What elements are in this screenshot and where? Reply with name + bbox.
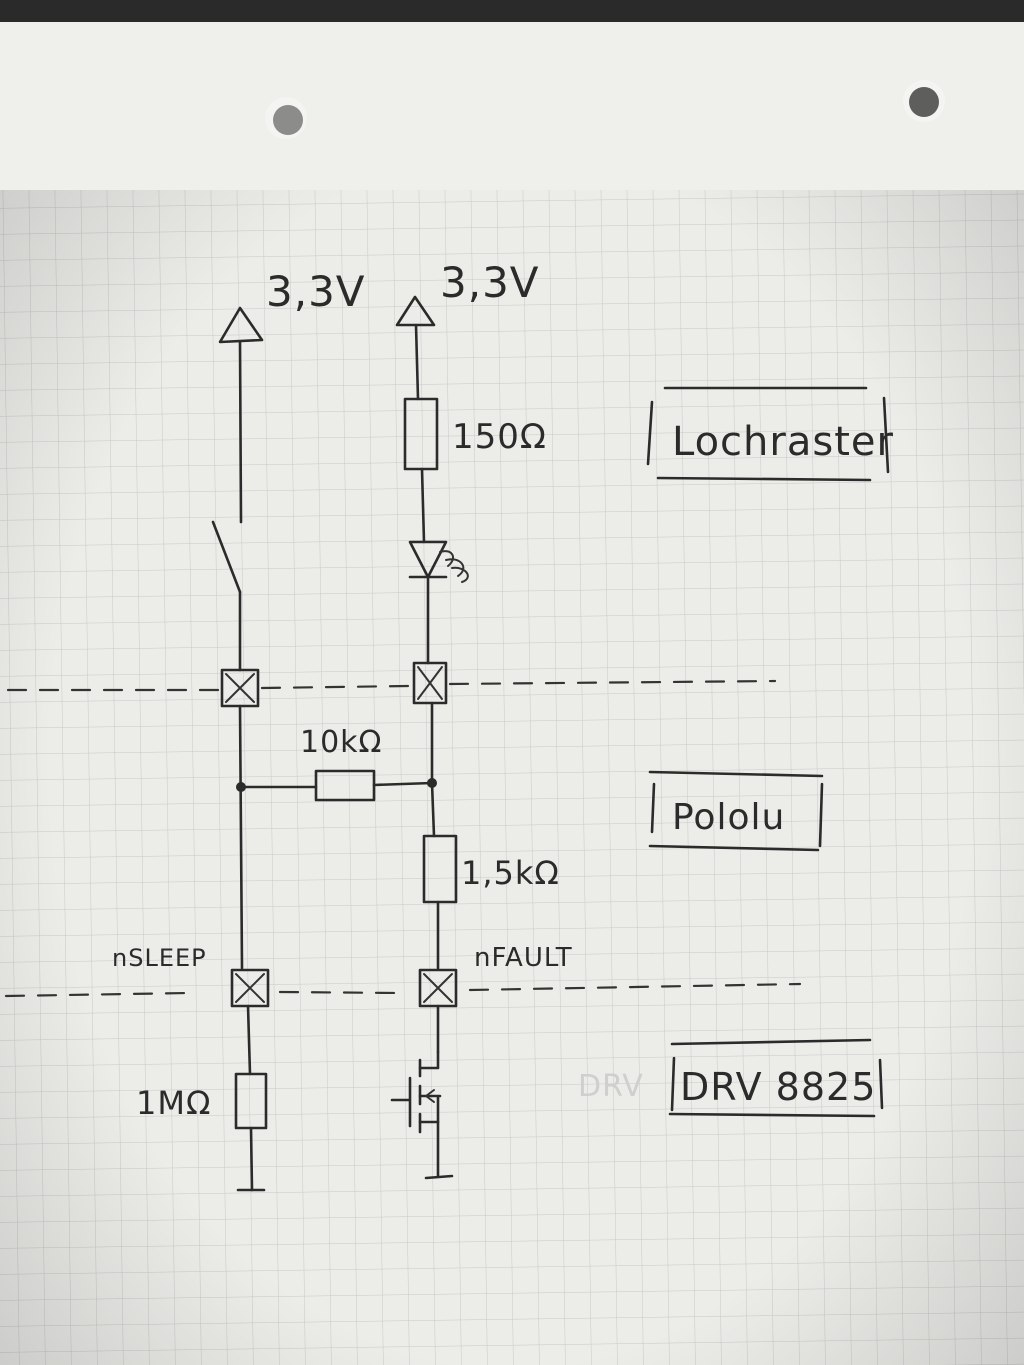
mosfet-icon <box>390 1050 442 1134</box>
wire-left-mid <box>238 704 244 970</box>
supply-label-right: 3,3V <box>440 258 540 307</box>
erased-text: DRV <box>578 1069 644 1104</box>
header-row-1-right-dash <box>448 679 777 686</box>
switch-icon <box>211 520 242 594</box>
punch-hole-left <box>265 97 307 139</box>
resistor-150-label: 150Ω <box>452 417 547 457</box>
wire-right-pullup <box>430 781 436 838</box>
board-label-lochraster: Lochraster <box>646 386 894 482</box>
wire-left-top <box>238 340 243 524</box>
wire-left-ground <box>249 1126 254 1192</box>
pin-header-icon <box>230 968 270 1008</box>
ground-icon <box>424 1174 454 1180</box>
board-label-pololu: Pololu <box>648 770 824 852</box>
board-label-drv8825-text: DRV 8825 <box>680 1065 876 1109</box>
supply-label-left: 3,3V <box>266 267 366 316</box>
resistor-1-5k-label: 1,5kΩ <box>461 854 560 892</box>
resistor-1-5k-icon <box>422 834 458 904</box>
resistor-10k-label: 10kΩ <box>300 725 382 760</box>
punch-hole-right <box>903 80 945 122</box>
resistor-1m-label: 1MΩ <box>136 1084 211 1122</box>
wire-right-led <box>420 467 426 544</box>
wire-right-top <box>414 323 420 401</box>
board-label-lochraster-text: Lochraster <box>672 419 894 465</box>
header-row-2-right-dash <box>468 982 802 992</box>
pin-label-nsleep: nSLEEP <box>112 944 207 972</box>
supply-arrow-left <box>218 306 264 344</box>
paper-sheet <box>0 22 1024 1365</box>
pin-label-nfault: nFAULT <box>474 943 573 973</box>
board-label-drv8825: DRV DRV 8825 <box>578 1038 884 1118</box>
wire-bridge-right <box>372 781 434 787</box>
header-row-1-mid-dash <box>260 684 412 690</box>
wire-left-bottom <box>246 1004 252 1076</box>
board-label-pololu-text: Pololu <box>672 797 785 838</box>
pin-header-icon <box>412 661 448 705</box>
header-row-2-mid-dash <box>278 990 402 995</box>
